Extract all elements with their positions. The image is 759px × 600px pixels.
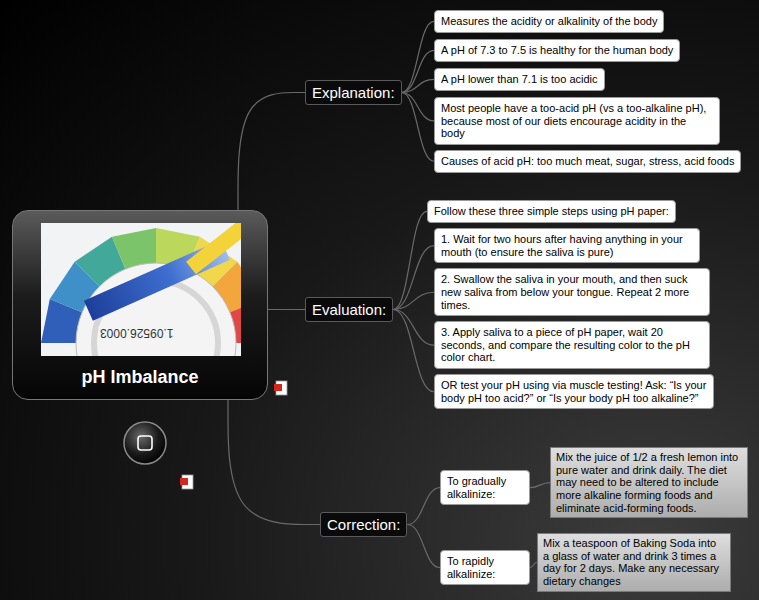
branch-line bbox=[393, 310, 434, 392]
branch-line bbox=[402, 93, 434, 121]
subtopic-box: Causes of acid pH: too much meat, sugar,… bbox=[434, 150, 741, 173]
document-icon bbox=[180, 475, 193, 489]
topic-text: 2. Swallow the saliva in your mouth, and… bbox=[441, 273, 703, 311]
subtopic-box: To gradually alkalinize: bbox=[440, 470, 530, 505]
branch-topic: Evaluation: bbox=[305, 297, 393, 322]
branch-line bbox=[393, 310, 434, 346]
topic-text: Mix the juice of 1/2 a fresh lemon into … bbox=[556, 451, 742, 514]
topic-text: A pH of 7.3 to 7.5 is healthy for the hu… bbox=[441, 44, 673, 57]
topic-text: OR test your pH using via muscle testing… bbox=[441, 379, 707, 404]
central-topic: pH Imbalance bbox=[12, 210, 268, 400]
icon-badge bbox=[180, 478, 188, 485]
button-circle bbox=[124, 422, 166, 464]
button-square bbox=[138, 436, 152, 450]
topic-text: A pH lower than 7.1 is too acidic bbox=[441, 73, 598, 86]
branch-line bbox=[393, 292, 434, 309]
subtopic-box: Measures the acidity or alkalinity of th… bbox=[434, 10, 664, 33]
topic-text: Evaluation: bbox=[312, 301, 386, 318]
topic-text: Follow these three simple steps using pH… bbox=[434, 205, 669, 218]
topic-text: 1. Wait for two hours after having anyth… bbox=[441, 233, 693, 258]
topic-text: pH Imbalance bbox=[81, 367, 198, 388]
topic-text: To gradually alkalinize: bbox=[447, 475, 523, 500]
branch-line bbox=[268, 309, 305, 310]
branch-line bbox=[530, 483, 550, 488]
subtopic-box: Most people have a too-acid pH (vs a too… bbox=[434, 97, 720, 145]
subtopic-box: A pH of 7.3 to 7.5 is healthy for the hu… bbox=[434, 39, 680, 62]
topic-text: 3. Apply saliva to a piece of pH paper, … bbox=[441, 326, 703, 364]
subtopic-box: A pH lower than 7.1 is too acidic bbox=[434, 68, 605, 91]
branch-topic: Correction: bbox=[320, 512, 407, 537]
round-button bbox=[124, 422, 166, 464]
topic-text: Correction: bbox=[327, 516, 400, 533]
note-box: Mix the juice of 1/2 a fresh lemon into … bbox=[550, 447, 748, 518]
branch-line bbox=[407, 525, 440, 568]
subtopic-box: 1. Wait for two hours after having anyth… bbox=[434, 228, 700, 263]
branch-line bbox=[402, 50, 434, 92]
picture-number: 1.09526.0003 bbox=[98, 326, 175, 340]
note-box: Mix a teaspoon of Baking Soda into a gla… bbox=[537, 533, 731, 592]
document-icon bbox=[274, 381, 287, 395]
topic-text: To rapidly alkalinize: bbox=[447, 555, 523, 580]
branch-line bbox=[402, 93, 434, 162]
branch-line bbox=[530, 562, 537, 567]
topic-text: Mix a teaspoon of Baking Soda into a gla… bbox=[543, 537, 725, 588]
branch-topic: Explanation: bbox=[305, 80, 402, 105]
topic-text: Causes of acid pH: too much meat, sugar,… bbox=[441, 155, 734, 168]
subtopic-box: To rapidly alkalinize: bbox=[440, 550, 530, 585]
topic-text: Measures the acidity or alkalinity of th… bbox=[441, 15, 657, 28]
branch-line bbox=[402, 79, 434, 92]
topic-text: Most people have a too-acid pH (vs a too… bbox=[441, 102, 713, 140]
topic-text: Explanation: bbox=[312, 84, 395, 101]
branch-line bbox=[402, 21, 434, 92]
branch-line bbox=[238, 93, 305, 211]
branch-line bbox=[393, 246, 434, 310]
subtopic-box: Follow these three simple steps using pH… bbox=[427, 200, 676, 223]
test-strip bbox=[186, 223, 241, 274]
branch-line bbox=[228, 400, 320, 525]
subtopic-box: 3. Apply saliva to a piece of pH paper, … bbox=[434, 321, 710, 369]
subtopic-box: OR test your pH using via muscle testing… bbox=[434, 374, 714, 409]
branch-line bbox=[407, 488, 440, 525]
icon-badge bbox=[274, 384, 282, 391]
subtopic-box: 2. Swallow the saliva in your mouth, and… bbox=[434, 268, 710, 316]
